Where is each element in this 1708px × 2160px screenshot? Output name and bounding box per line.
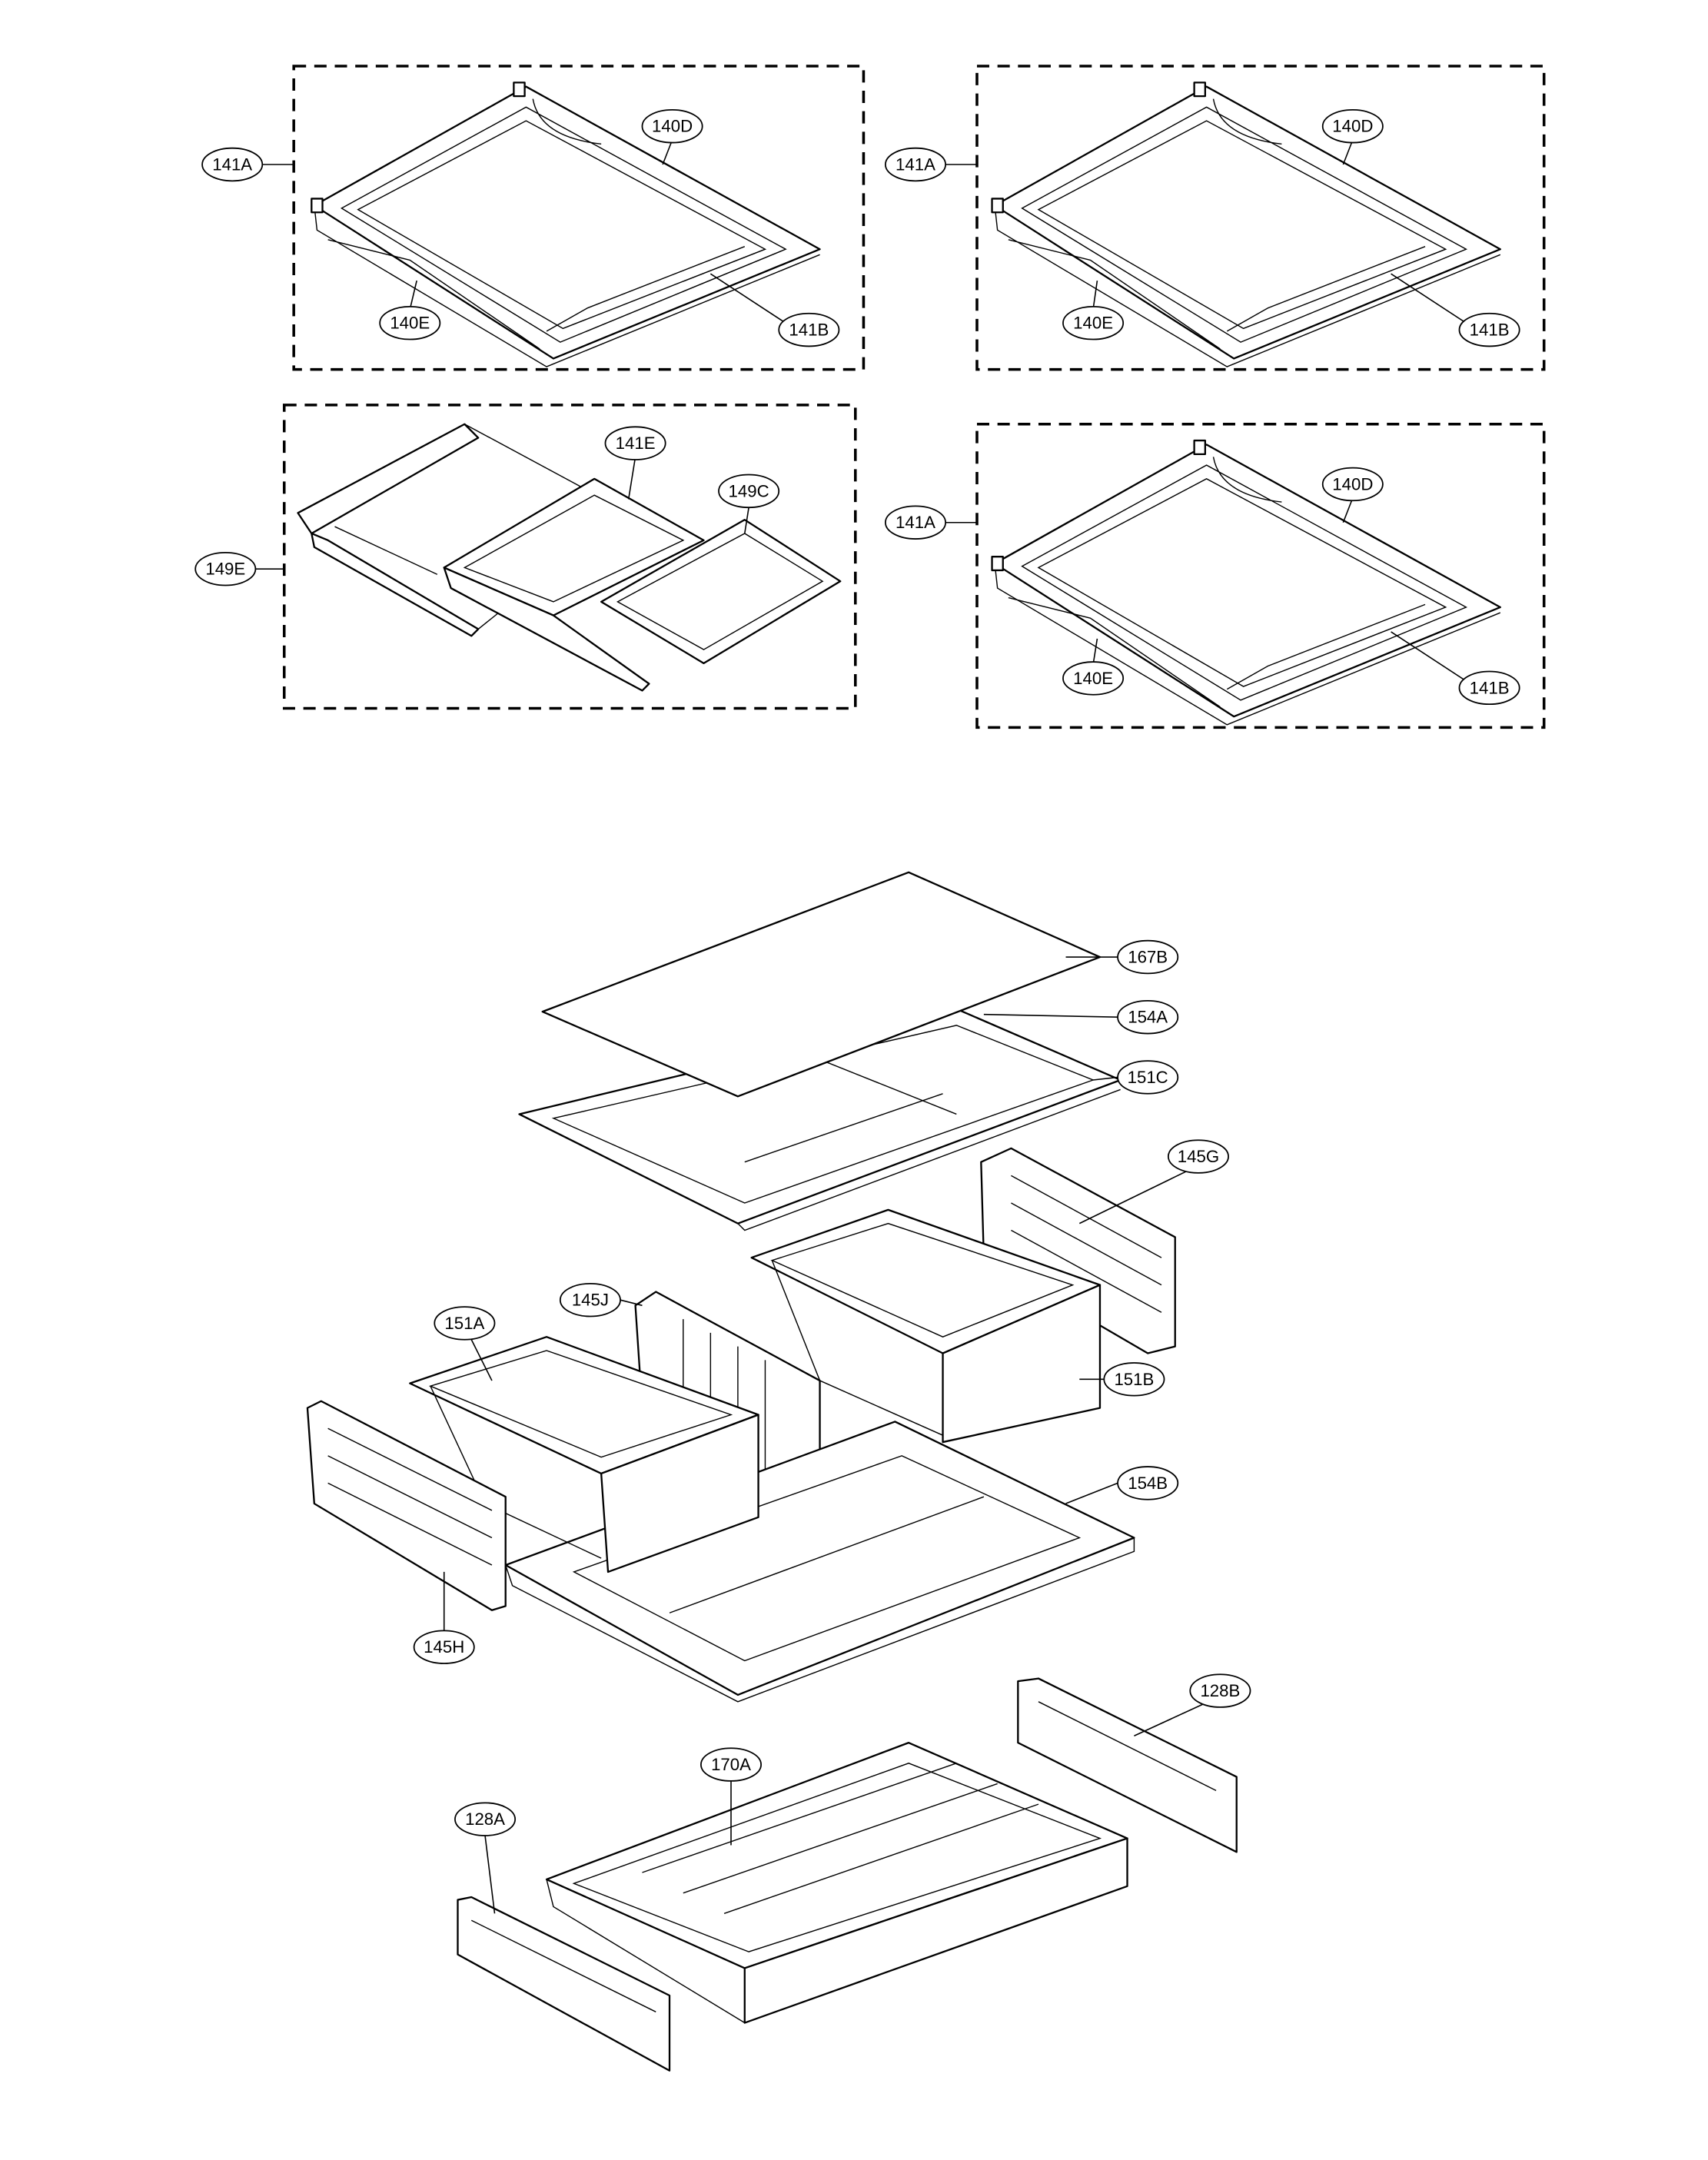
callout-140E: 140E [1062, 661, 1125, 696]
callout-145G: 145G [1167, 1139, 1229, 1174]
callout-140D: 140D [1321, 109, 1384, 144]
callout-140D: 140D [1321, 467, 1384, 502]
crisper-bin-right [750, 1208, 1102, 1444]
callout-151B: 151B [1103, 1362, 1165, 1397]
callout-140E: 140E [379, 305, 441, 341]
callout-128A: 128A [454, 1802, 517, 1836]
callout-141B: 141B [778, 312, 840, 347]
callout-141B: 141B [1458, 312, 1520, 347]
callout-145J: 145J [559, 1282, 621, 1318]
svg-text:140D: 140D [1332, 117, 1373, 136]
svg-text:140E: 140E [390, 314, 430, 333]
svg-text:149E: 149E [205, 560, 245, 579]
crisper-shelf-bottom [504, 1421, 1135, 1703]
callout-151A: 151A [434, 1306, 496, 1341]
svg-text:141B: 141B [1470, 678, 1510, 697]
sliding-shelf-frame [443, 477, 705, 692]
svg-text:151B: 151B [1114, 1370, 1154, 1389]
svg-text:154B: 154B [1128, 1474, 1168, 1493]
callout-149C: 149C [718, 474, 780, 509]
callout-149E: 149E [194, 551, 257, 587]
divider-panel-left [306, 1400, 507, 1611]
svg-text:149C: 149C [729, 481, 769, 500]
svg-text:141A: 141A [212, 155, 252, 174]
shelf-assembly-2: 141A 140D 140E 141B [884, 65, 1546, 371]
callout-141A: 141A [884, 505, 946, 540]
svg-text:141A: 141A [896, 155, 935, 174]
drawer-rail-right [1017, 1677, 1238, 1853]
svg-text:145G: 145G [1178, 1147, 1219, 1166]
folding-shelf-rails [297, 423, 643, 637]
svg-text:140D: 140D [1332, 474, 1373, 493]
callout-167B: 167B [1117, 939, 1179, 975]
shelf-assembly-3: 149E 141E 149C [194, 404, 857, 710]
callout-128B: 128B [1189, 1673, 1251, 1708]
callout-140E: 140E [1062, 305, 1125, 341]
callout-154B: 154B [1117, 1466, 1179, 1500]
callout-170A: 170A [700, 1747, 763, 1782]
svg-text:167B: 167B [1128, 948, 1168, 967]
svg-text:128A: 128A [465, 1809, 505, 1829]
svg-text:140E: 140E [1073, 314, 1113, 333]
svg-text:141B: 141B [789, 321, 829, 340]
svg-text:154A: 154A [1128, 1008, 1168, 1027]
svg-text:170A: 170A [711, 1755, 751, 1774]
svg-text:151A: 151A [444, 1314, 484, 1333]
freezer-drawer [545, 1741, 1128, 2024]
svg-text:141E: 141E [616, 434, 656, 453]
crisper-assembly: 167B 154A 151C 145G 145J 151A 151B 154B … [306, 871, 1251, 2072]
svg-text:141A: 141A [896, 513, 935, 532]
glass-shelf-insert [600, 519, 842, 664]
svg-text:140D: 140D [652, 117, 693, 136]
drawer-rail-left [457, 1896, 671, 2072]
callout-140D: 140D [641, 109, 703, 144]
svg-text:145J: 145J [572, 1291, 609, 1310]
callout-141E: 141E [604, 426, 666, 460]
callout-141A: 141A [201, 147, 264, 182]
callout-151C: 151C [1117, 1060, 1179, 1095]
svg-text:128B: 128B [1200, 1681, 1240, 1700]
callout-145H: 145H [413, 1630, 475, 1664]
svg-text:141B: 141B [1470, 321, 1510, 340]
callout-141B: 141B [1458, 670, 1520, 706]
svg-text:140E: 140E [1073, 669, 1113, 688]
svg-text:145H: 145H [424, 1637, 464, 1657]
callout-141A: 141A [884, 147, 946, 182]
shelf-assembly-4: 141A 140D 140E 141B [884, 422, 1546, 729]
svg-text:151C: 151C [1128, 1068, 1168, 1087]
shelf-assembly-1: 141A 140D 140E 141B [201, 65, 866, 371]
callout-154A: 154A [1117, 1000, 1179, 1035]
